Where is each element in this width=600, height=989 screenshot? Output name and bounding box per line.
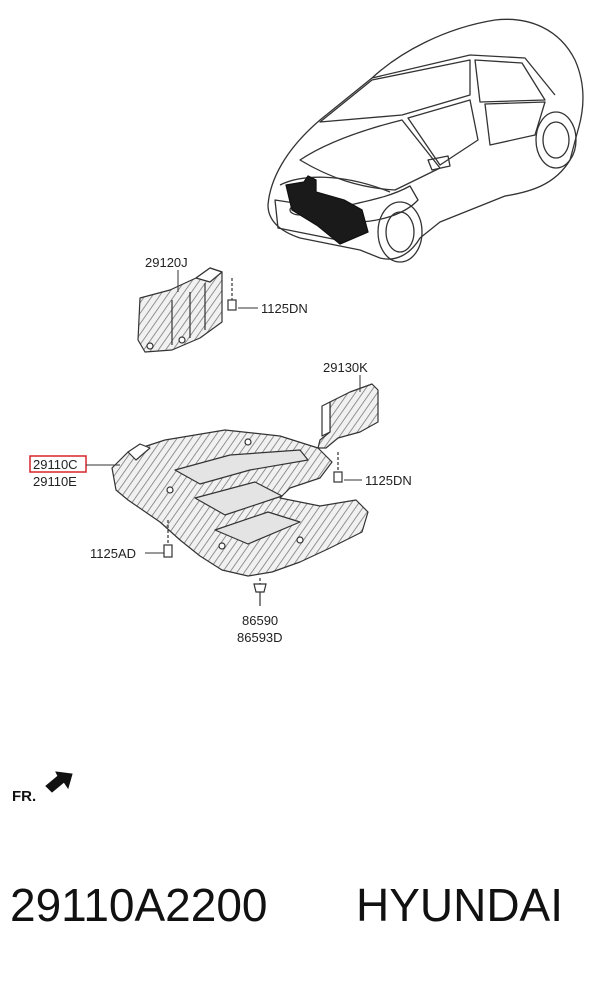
label-1125DN-right: 1125DN <box>365 473 412 488</box>
label-86593D: 86593D <box>237 630 283 645</box>
label-1125DN-upper: 1125DN <box>261 301 308 316</box>
caption-part-number: 29110A2200 <box>10 879 268 931</box>
label-29110E: 29110E <box>33 474 77 489</box>
label-29110C: 29110C <box>33 457 78 472</box>
caption-brand: HYUNDAI <box>356 879 564 931</box>
clip-icon <box>253 578 267 606</box>
front-direction-label: FR. <box>12 788 37 805</box>
splash-shield-lower <box>317 383 379 449</box>
label-1125AD: 1125AD <box>90 546 136 561</box>
engine-undercover <box>111 429 369 577</box>
bolt-icon <box>227 278 237 311</box>
splash-shield-upper <box>137 267 223 353</box>
label-86590: 86590 <box>242 613 278 628</box>
bolt-icon <box>163 520 173 558</box>
label-29130K: 29130K <box>323 360 368 375</box>
caption: 29110A2200 HYUNDAI <box>0 878 600 948</box>
bolt-icon <box>333 452 343 483</box>
label-29120J: 29120J <box>145 255 188 270</box>
highlight-box-29110C <box>29 455 87 473</box>
car-illustration <box>267 18 584 263</box>
front-arrow-icon <box>45 771 73 793</box>
